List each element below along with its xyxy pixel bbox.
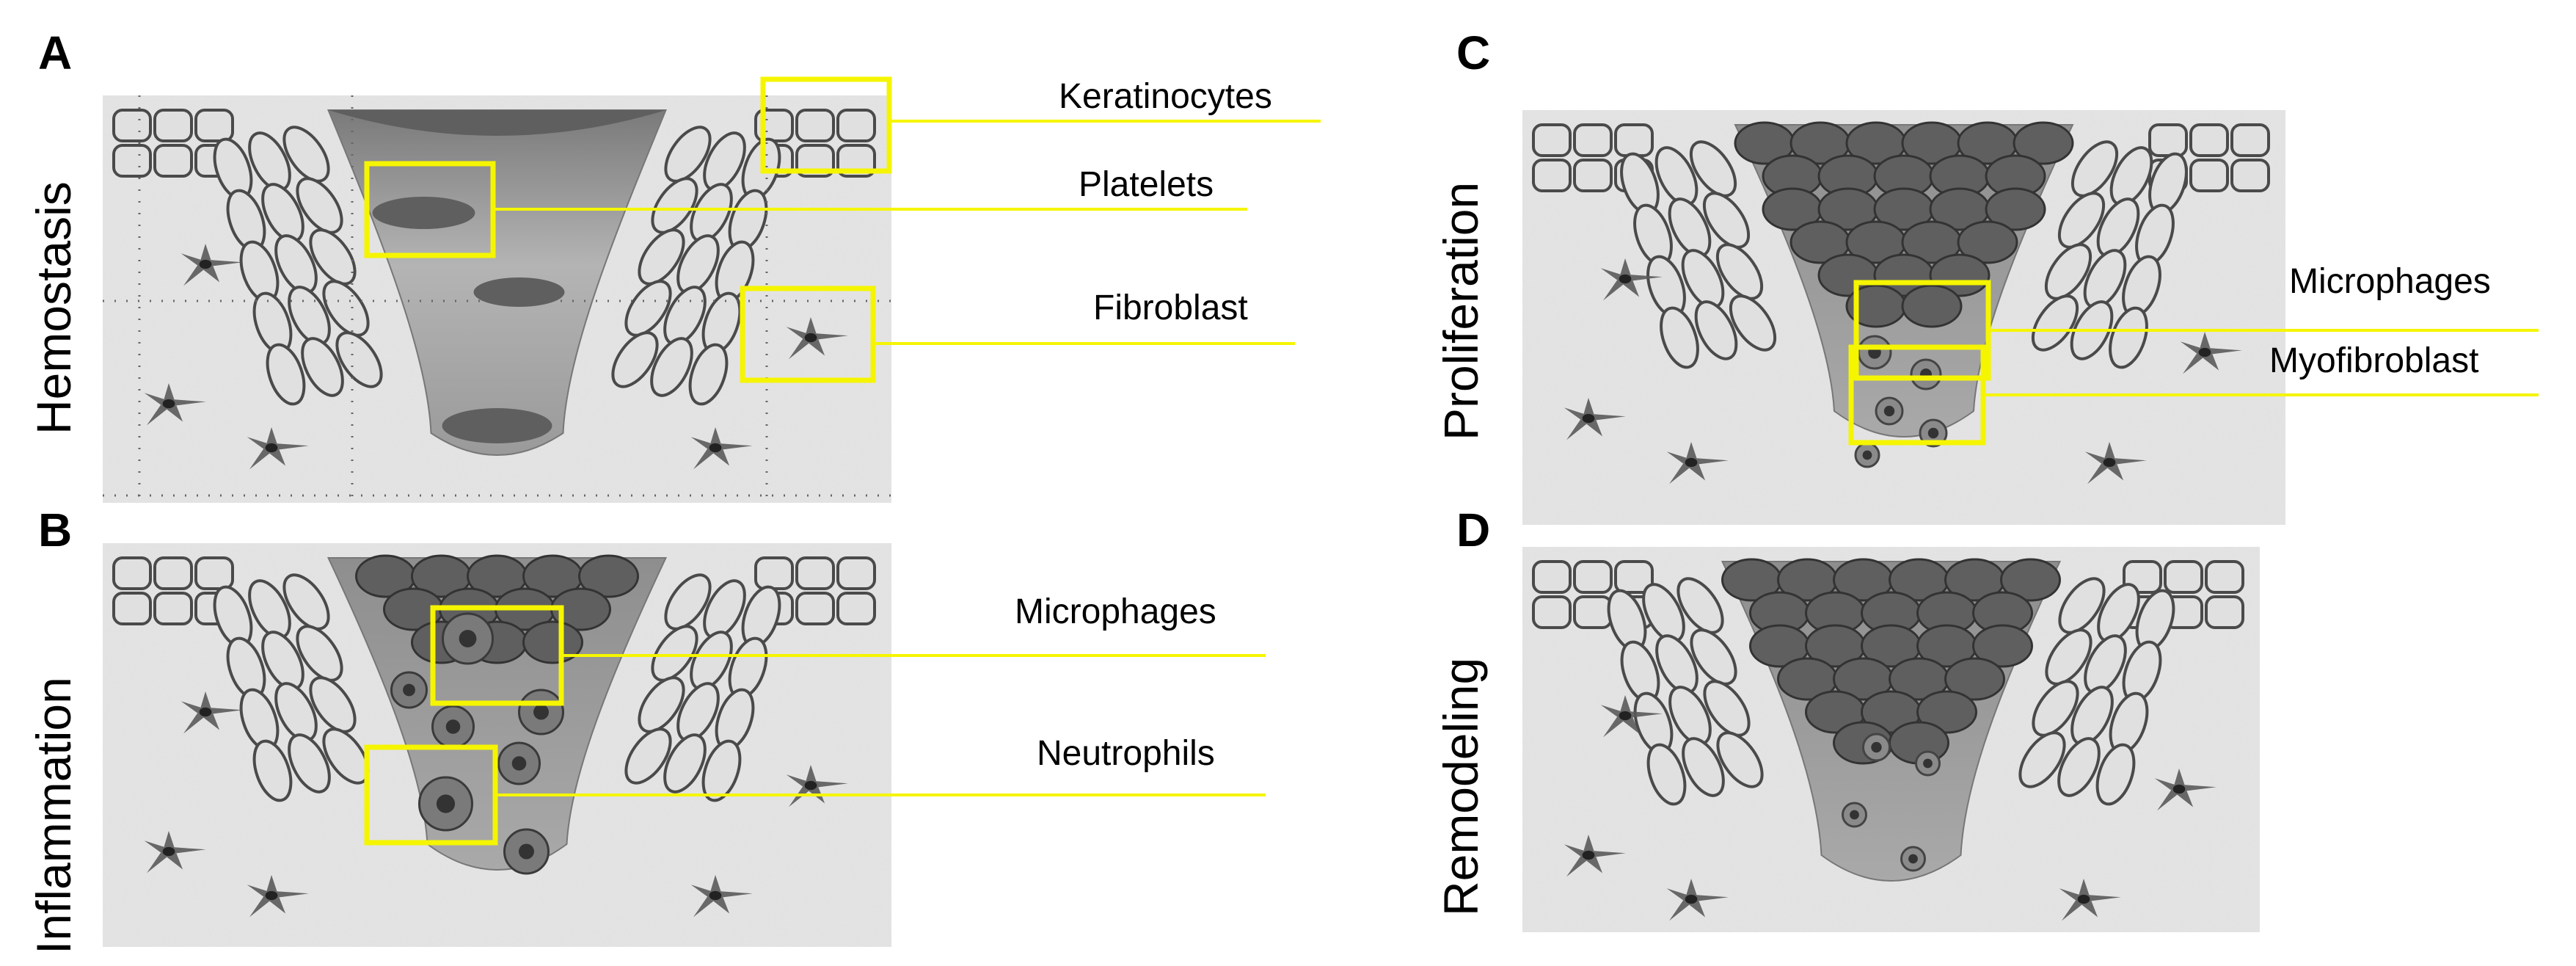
panel-b: [103, 543, 1266, 947]
panel-d: [1522, 547, 2260, 932]
fibroblast-a-4: [690, 427, 753, 470]
callout-label-b-microphages: Microphages: [1015, 592, 1216, 631]
fibroblast-d-3: [1666, 879, 1729, 921]
fibroblast-b-3: [247, 875, 309, 918]
panel-letter-d: D: [1456, 504, 1491, 556]
keratinocytes-left-d: [1532, 560, 1654, 629]
scab-c: [1734, 121, 2074, 328]
callout-label-neutrophils: Neutrophils: [1037, 734, 1215, 773]
panel-letter-a: A: [38, 26, 73, 79]
callout-label-keratinocytes: Keratinocytes: [1059, 77, 1272, 116]
stage-label-remodeling: Remodeling: [1434, 657, 1488, 916]
edge-cells-left-d: [1607, 577, 1764, 806]
panel-c: [1522, 110, 2539, 525]
granulation-cells-d: [1842, 733, 1941, 872]
scab-d: [1721, 558, 2061, 765]
callout-label-platelets: Platelets: [1079, 165, 1214, 204]
fibroblast-d-4: [2059, 879, 2121, 921]
fibroblast-a-2: [144, 383, 206, 426]
callout-label-fibroblast: Fibroblast: [1093, 288, 1248, 327]
clot-top-a: [328, 110, 666, 136]
edge-cells-right-a: [611, 126, 781, 406]
granulation-cells-c: [1854, 335, 1948, 468]
edge-cells-left-a: [213, 126, 383, 406]
fibroblast-b-1: [180, 691, 243, 734]
highlight-box-fibroblast: [740, 286, 876, 383]
callout-label-myofibroblast: Myofibroblast: [2269, 341, 2479, 380]
fibroblast-b-4: [690, 875, 753, 918]
edge-cells-right-c: [2031, 140, 2188, 369]
fibroblast-b-2: [144, 831, 206, 874]
fibroblast-c-4: [2084, 442, 2147, 484]
platelet-clot-3: [442, 408, 552, 443]
platelet-clot-2: [473, 277, 565, 307]
panel-a: [103, 76, 1321, 503]
fibroblast-d-5: [2154, 769, 2216, 811]
fibroblast-d-2: [1564, 835, 1626, 877]
fibroblast-c-5: [2180, 332, 2242, 374]
stage-label-hemostasis: Hemostasis: [26, 181, 81, 435]
keratinocytes-left-c: [1532, 123, 1654, 192]
fibroblast-c-1: [1600, 258, 1663, 301]
fibroblast-a-1: [180, 244, 243, 286]
fibroblast-c-2: [1564, 398, 1626, 440]
fibroblast-a-3: [247, 427, 309, 470]
panel-letter-b: B: [38, 504, 73, 556]
fibroblast-a-5: [786, 317, 848, 360]
highlight-box-keratinocytes: [760, 76, 892, 174]
callout-label-c-microphages: Microphages: [2289, 262, 2491, 301]
inflammatory-cells-b: [390, 612, 564, 875]
edge-cells-right-b: [624, 573, 781, 802]
keratinocytes-right-b: [754, 556, 876, 625]
edge-cells-left-b: [213, 573, 370, 802]
fibroblast-b-5: [786, 765, 848, 807]
edge-cells-left-c: [1620, 140, 1777, 369]
edge-cells-right-d: [2018, 577, 2175, 806]
stage-label-inflammation: Inflammation: [26, 677, 81, 954]
fibroblast-c-3: [1666, 442, 1729, 484]
stage-label-proliferation: Proliferation: [1434, 181, 1488, 440]
platelet-clot-1: [372, 197, 475, 229]
panel-letter-c: C: [1456, 26, 1491, 79]
fibroblast-d-1: [1600, 695, 1663, 738]
